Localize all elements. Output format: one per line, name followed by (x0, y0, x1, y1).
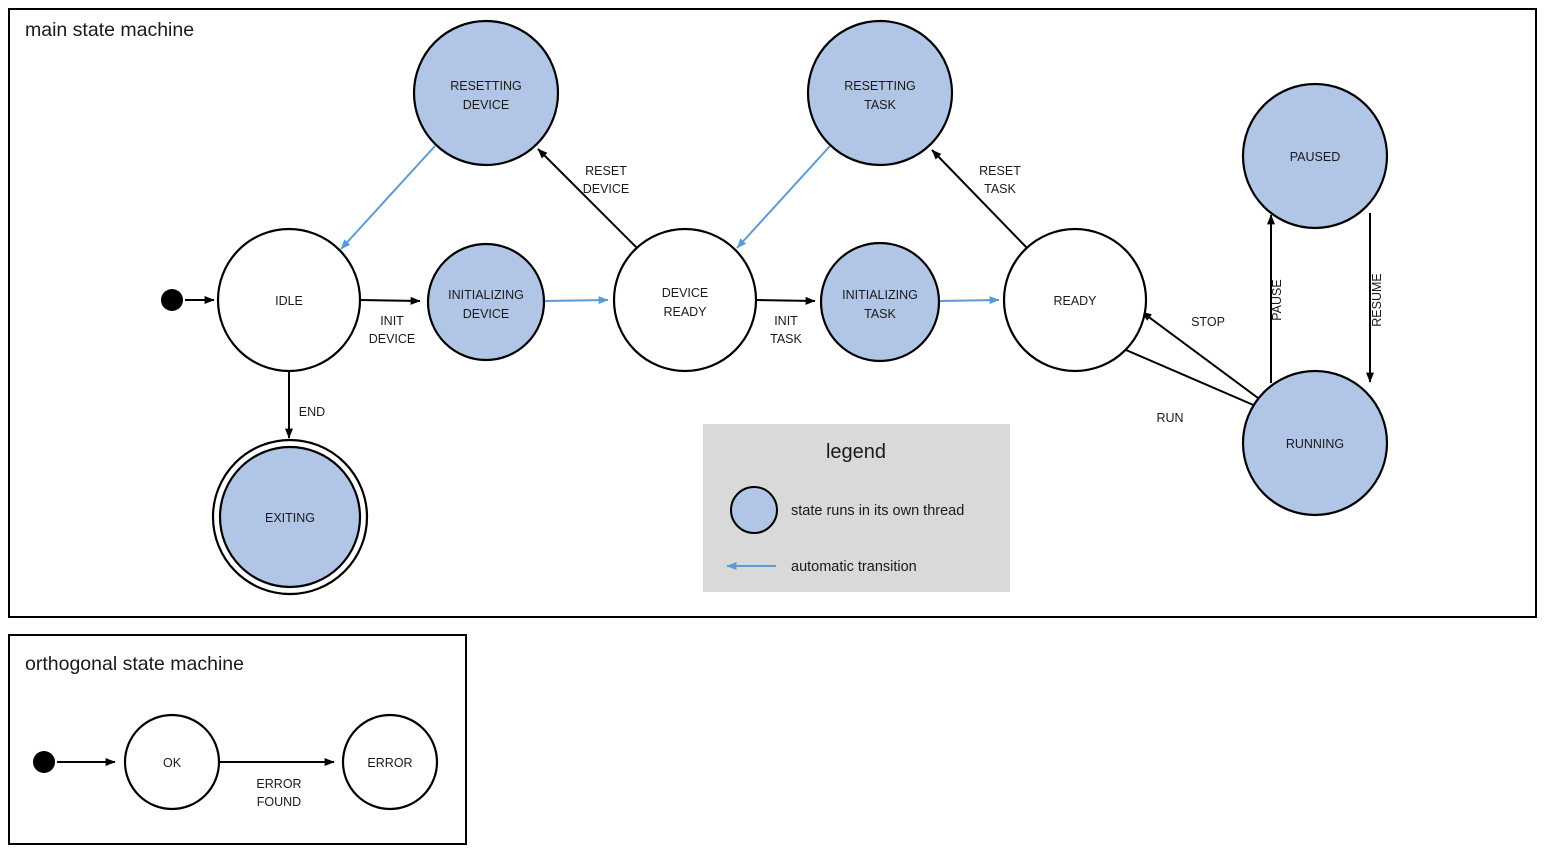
transition-ready-to-running (1125, 349, 1266, 411)
edge-label-reset-task-line2: TASK (984, 182, 1016, 196)
legend-title: legend (826, 441, 886, 463)
legend: legend state runs in its own thread auto… (703, 424, 1010, 592)
edge-label-error-found-line2: FOUND (257, 795, 301, 809)
state-resetting-task-label-line1: RESETTING (844, 79, 916, 93)
state-initializing-task-label-line2: TASK (864, 307, 896, 321)
state-paused-label: PAUSED (1290, 150, 1340, 164)
main-frame-title: main state machine (25, 19, 194, 41)
state-initializing-device[interactable]: INITIALIZING DEVICE (426, 242, 546, 362)
start-state-marker (161, 289, 183, 311)
state-paused-circle[interactable] (1241, 82, 1389, 230)
edge-label-init-device-line2: DEVICE (369, 332, 416, 346)
state-initializing-task-label-line1: INITIALIZING (842, 288, 918, 302)
edge-label-reset-device-line1: RESET (585, 164, 627, 178)
state-resetting-task[interactable]: RESETTING TASK (806, 19, 954, 167)
transition-running-to-ready (1141, 311, 1259, 399)
state-initializing-device-label-line1: INITIALIZING (448, 288, 524, 302)
state-ok-circle[interactable] (123, 713, 221, 811)
legend-item-automatic-transition-text: automatic transition (791, 559, 917, 575)
state-exiting[interactable]: EXITING (211, 438, 369, 596)
state-resetting-device-circle[interactable] (412, 19, 560, 167)
orthogonal-start-state-marker (33, 751, 55, 773)
orthogonal-frame-title: orthogonal state machine (25, 653, 244, 675)
state-device-ready-label-line2: READY (663, 305, 707, 319)
state-paused[interactable]: PAUSED (1241, 82, 1389, 230)
state-initializing-task[interactable]: INITIALIZING TASK (819, 241, 941, 363)
transition-device-ready-to-initializing-task (755, 296, 816, 305)
state-ok-label: OK (163, 756, 182, 770)
state-resetting-task-circle[interactable] (806, 19, 954, 167)
edge-label-init-task-line2: TASK (770, 332, 802, 346)
state-idle[interactable]: IDLE (216, 227, 362, 373)
transition-resetting-device-to-idle (340, 145, 436, 250)
transition-device-ready-to-resetting-device (537, 148, 638, 249)
edge-label-stop: STOP (1191, 315, 1225, 329)
edge-label-init-device-line1: INIT (380, 314, 404, 328)
state-resetting-device[interactable]: RESETTING DEVICE (412, 19, 560, 167)
state-resetting-device-label-line1: RESETTING (450, 79, 522, 93)
state-device-ready[interactable]: DEVICE READY (612, 227, 758, 373)
transition-initializing-device-to-device-ready (544, 296, 609, 305)
transition-ready-to-resetting-task (931, 149, 1028, 249)
state-idle-circle[interactable] (216, 227, 362, 373)
state-initializing-device-label-line2: DEVICE (463, 307, 510, 321)
state-exiting-outer-ring (211, 438, 369, 596)
state-initializing-task-circle[interactable] (819, 241, 941, 363)
state-error[interactable]: ERROR (341, 713, 439, 811)
edge-label-pause: PAUSE (1270, 279, 1284, 320)
edge-label-reset-task-line1: RESET (979, 164, 1021, 178)
state-device-ready-label-line1: DEVICE (662, 286, 709, 300)
edge-label-end: END (299, 405, 325, 419)
state-running-label: RUNNING (1286, 437, 1344, 451)
state-idle-label: IDLE (275, 294, 303, 308)
state-device-ready-circle[interactable] (612, 227, 758, 373)
edge-label-reset-device-line2: DEVICE (583, 182, 630, 196)
state-resetting-task-label-line2: TASK (864, 98, 896, 112)
state-running[interactable]: RUNNING (1241, 369, 1389, 517)
edge-label-run: RUN (1156, 411, 1183, 425)
transition-initializing-task-to-ready (938, 296, 1000, 305)
state-initializing-device-circle[interactable] (426, 242, 546, 362)
state-running-circle[interactable] (1241, 369, 1389, 517)
edge-label-init-task-line1: INIT (774, 314, 798, 328)
legend-item-threaded-state-text: state runs in its own thread (791, 503, 964, 519)
legend-threaded-state-swatch-icon (730, 486, 778, 534)
state-ready[interactable]: READY (1002, 227, 1148, 373)
edge-label-resume: RESUME (1370, 273, 1384, 326)
transition-resetting-task-to-device-ready (736, 145, 831, 249)
state-exiting-label: EXITING (265, 511, 315, 525)
state-ready-circle[interactable] (1002, 227, 1148, 373)
edge-label-error-found-line1: ERROR (256, 777, 301, 791)
state-exiting-circle[interactable] (218, 445, 362, 589)
state-error-label: ERROR (367, 756, 412, 770)
state-ok[interactable]: OK (123, 713, 221, 811)
state-resetting-device-label-line2: DEVICE (463, 98, 510, 112)
state-error-circle[interactable] (341, 713, 439, 811)
transition-idle-to-initializing-device (359, 296, 421, 305)
state-ready-label: READY (1053, 294, 1097, 308)
